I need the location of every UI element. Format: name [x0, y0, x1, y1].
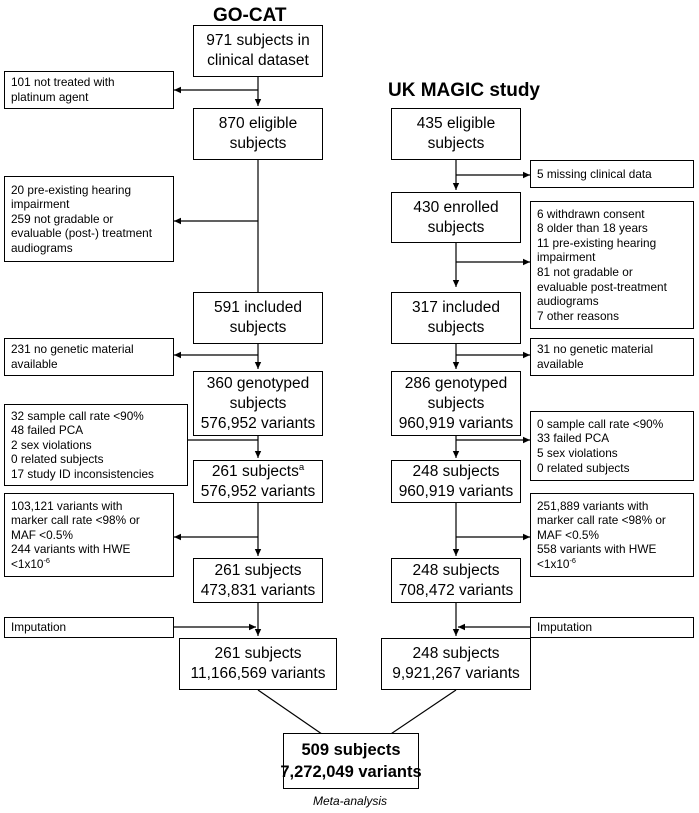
left-exclusion-variant-qc: 103,121 variants with marker call rate <…: [4, 493, 174, 577]
right-exclusion-variant-qc: 251,889 variants with marker call rate <…: [530, 493, 694, 577]
right-imputation: Imputation: [530, 617, 694, 638]
left-box-imputed: 261 subjects 11,166,569 variants: [179, 638, 337, 690]
right-box-included: 317 included subjects: [391, 292, 521, 344]
footnote-marker: a: [298, 461, 305, 473]
right-exclusion-genetic: 31 no genetic material available: [530, 338, 694, 376]
right-box-eligible: 435 eligible subjects: [391, 108, 521, 160]
left-box-genotyped: 360 genotyped subjects 576,952 variants: [193, 371, 323, 436]
left-exclusion-genetic: 231 no genetic material available: [4, 338, 174, 376]
meta-analysis-box: 509 subjects 7,272,049 variants: [280, 733, 422, 789]
left-exclusion-platinum: 101 not treated with platinum agent: [4, 71, 174, 109]
left-box-eligible: 870 eligible subjects: [193, 108, 323, 160]
right-box-qc-subjects: 248 subjects 960,919 variants: [391, 460, 521, 503]
right-box-imputed: 248 subjects 9,921,267 variants: [381, 638, 531, 690]
meta-analysis-caption: Meta-analysis: [313, 794, 388, 808]
right-box-qc-variants: 248 subjects 708,472 variants: [391, 558, 521, 603]
left-box-qc-subjects: 261 subjectsa 576,952 variants: [193, 460, 323, 503]
left-study-title: GO-CAT: [213, 5, 287, 26]
right-box-enrolled: 430 enrolled subjects: [391, 192, 521, 243]
left-exclusion-hearing: 20 pre-existing hearing impairment 259 n…: [4, 176, 174, 262]
right-exclusion-sample-qc: 0 sample call rate <90% 33 failed PCA 5 …: [530, 411, 694, 481]
exponent: -6: [569, 555, 576, 565]
right-exclusion-missing: 5 missing clinical data: [530, 160, 694, 188]
right-exclusion-enrolment: 6 withdrawn consent 8 older than 18 year…: [530, 201, 694, 329]
exponent: -6: [43, 555, 50, 565]
left-imputation: Imputation: [4, 617, 174, 638]
left-exclusion-sample-qc: 32 sample call rate <90% 48 failed PCA 2…: [4, 404, 188, 486]
right-study-title: UK MAGIC study: [388, 80, 540, 101]
left-box-included: 591 included subjects: [193, 292, 323, 344]
left-box-qc-variants: 261 subjects 473,831 variants: [193, 558, 323, 603]
left-box-clinical-dataset: 971 subjects in clinical dataset: [193, 25, 323, 77]
right-box-genotyped: 286 genotyped subjects 960,919 variants: [391, 371, 521, 436]
